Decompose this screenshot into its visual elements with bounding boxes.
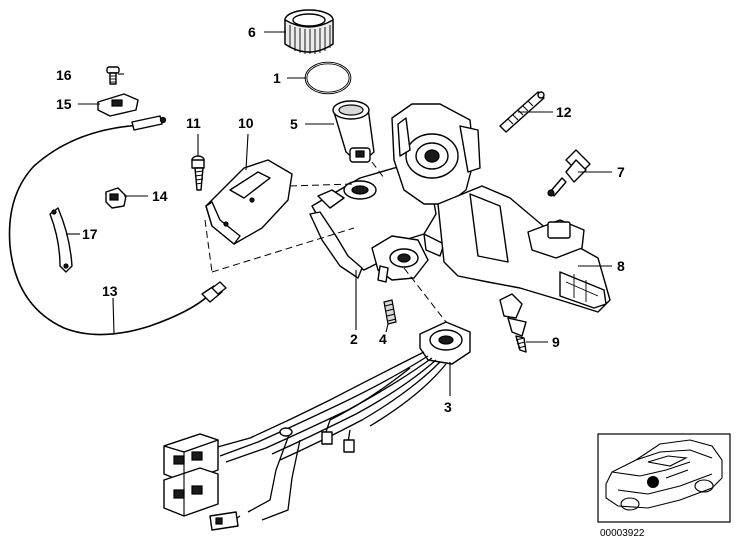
callout-11: 11 <box>186 115 201 131</box>
callout-8: 8 <box>617 258 625 274</box>
location-marker-icon <box>647 476 659 488</box>
callout-15: 15 <box>56 96 72 112</box>
callout-13: 13 <box>102 283 118 299</box>
part-8-bracket <box>437 185 611 313</box>
part-6-knurled-ring <box>284 9 334 54</box>
callout-2: 2 <box>350 331 358 347</box>
part-17-strip <box>49 207 73 273</box>
callout-1: 1 <box>273 70 281 86</box>
part-4-spring <box>383 299 397 325</box>
callout-4: 4 <box>379 331 387 347</box>
callout-17: 17 <box>82 226 98 242</box>
callout-3: 3 <box>444 399 452 415</box>
assembly-lines <box>204 161 447 323</box>
part-9-screw <box>499 293 527 353</box>
callout-5: 5 <box>290 116 298 132</box>
callout-12: 12 <box>556 104 572 120</box>
part-11-screw <box>191 155 205 191</box>
callout-6: 6 <box>248 24 256 40</box>
car-outline-icon <box>605 439 723 511</box>
part-14-clip <box>105 187 127 209</box>
callout-7: 7 <box>617 164 625 180</box>
upper-housing <box>391 103 481 205</box>
part-13-cable <box>8 115 227 336</box>
part-5-lock-sleeve <box>332 100 375 163</box>
callout-14: 14 <box>152 188 168 204</box>
callout-9: 9 <box>552 334 560 350</box>
connector-blocks <box>163 433 219 517</box>
callout-16: 16 <box>56 67 72 83</box>
reference-number: 00003922 <box>600 528 645 539</box>
part-15-clamp <box>97 93 139 117</box>
part-7-switch-plunger <box>547 149 591 197</box>
part-1-o-ring <box>304 61 352 95</box>
vehicle-location-inset: 00003922 <box>597 433 731 539</box>
callout-labels: 6 1 5 12 7 8 9 2 4 3 10 11 14 16 15 17 1… <box>56 24 625 415</box>
part-16-screw <box>106 66 120 85</box>
leader-lines <box>66 31 612 396</box>
part-10-cover <box>205 159 293 245</box>
part-3-wiring-harness <box>209 321 471 531</box>
callout-10: 10 <box>238 115 254 131</box>
